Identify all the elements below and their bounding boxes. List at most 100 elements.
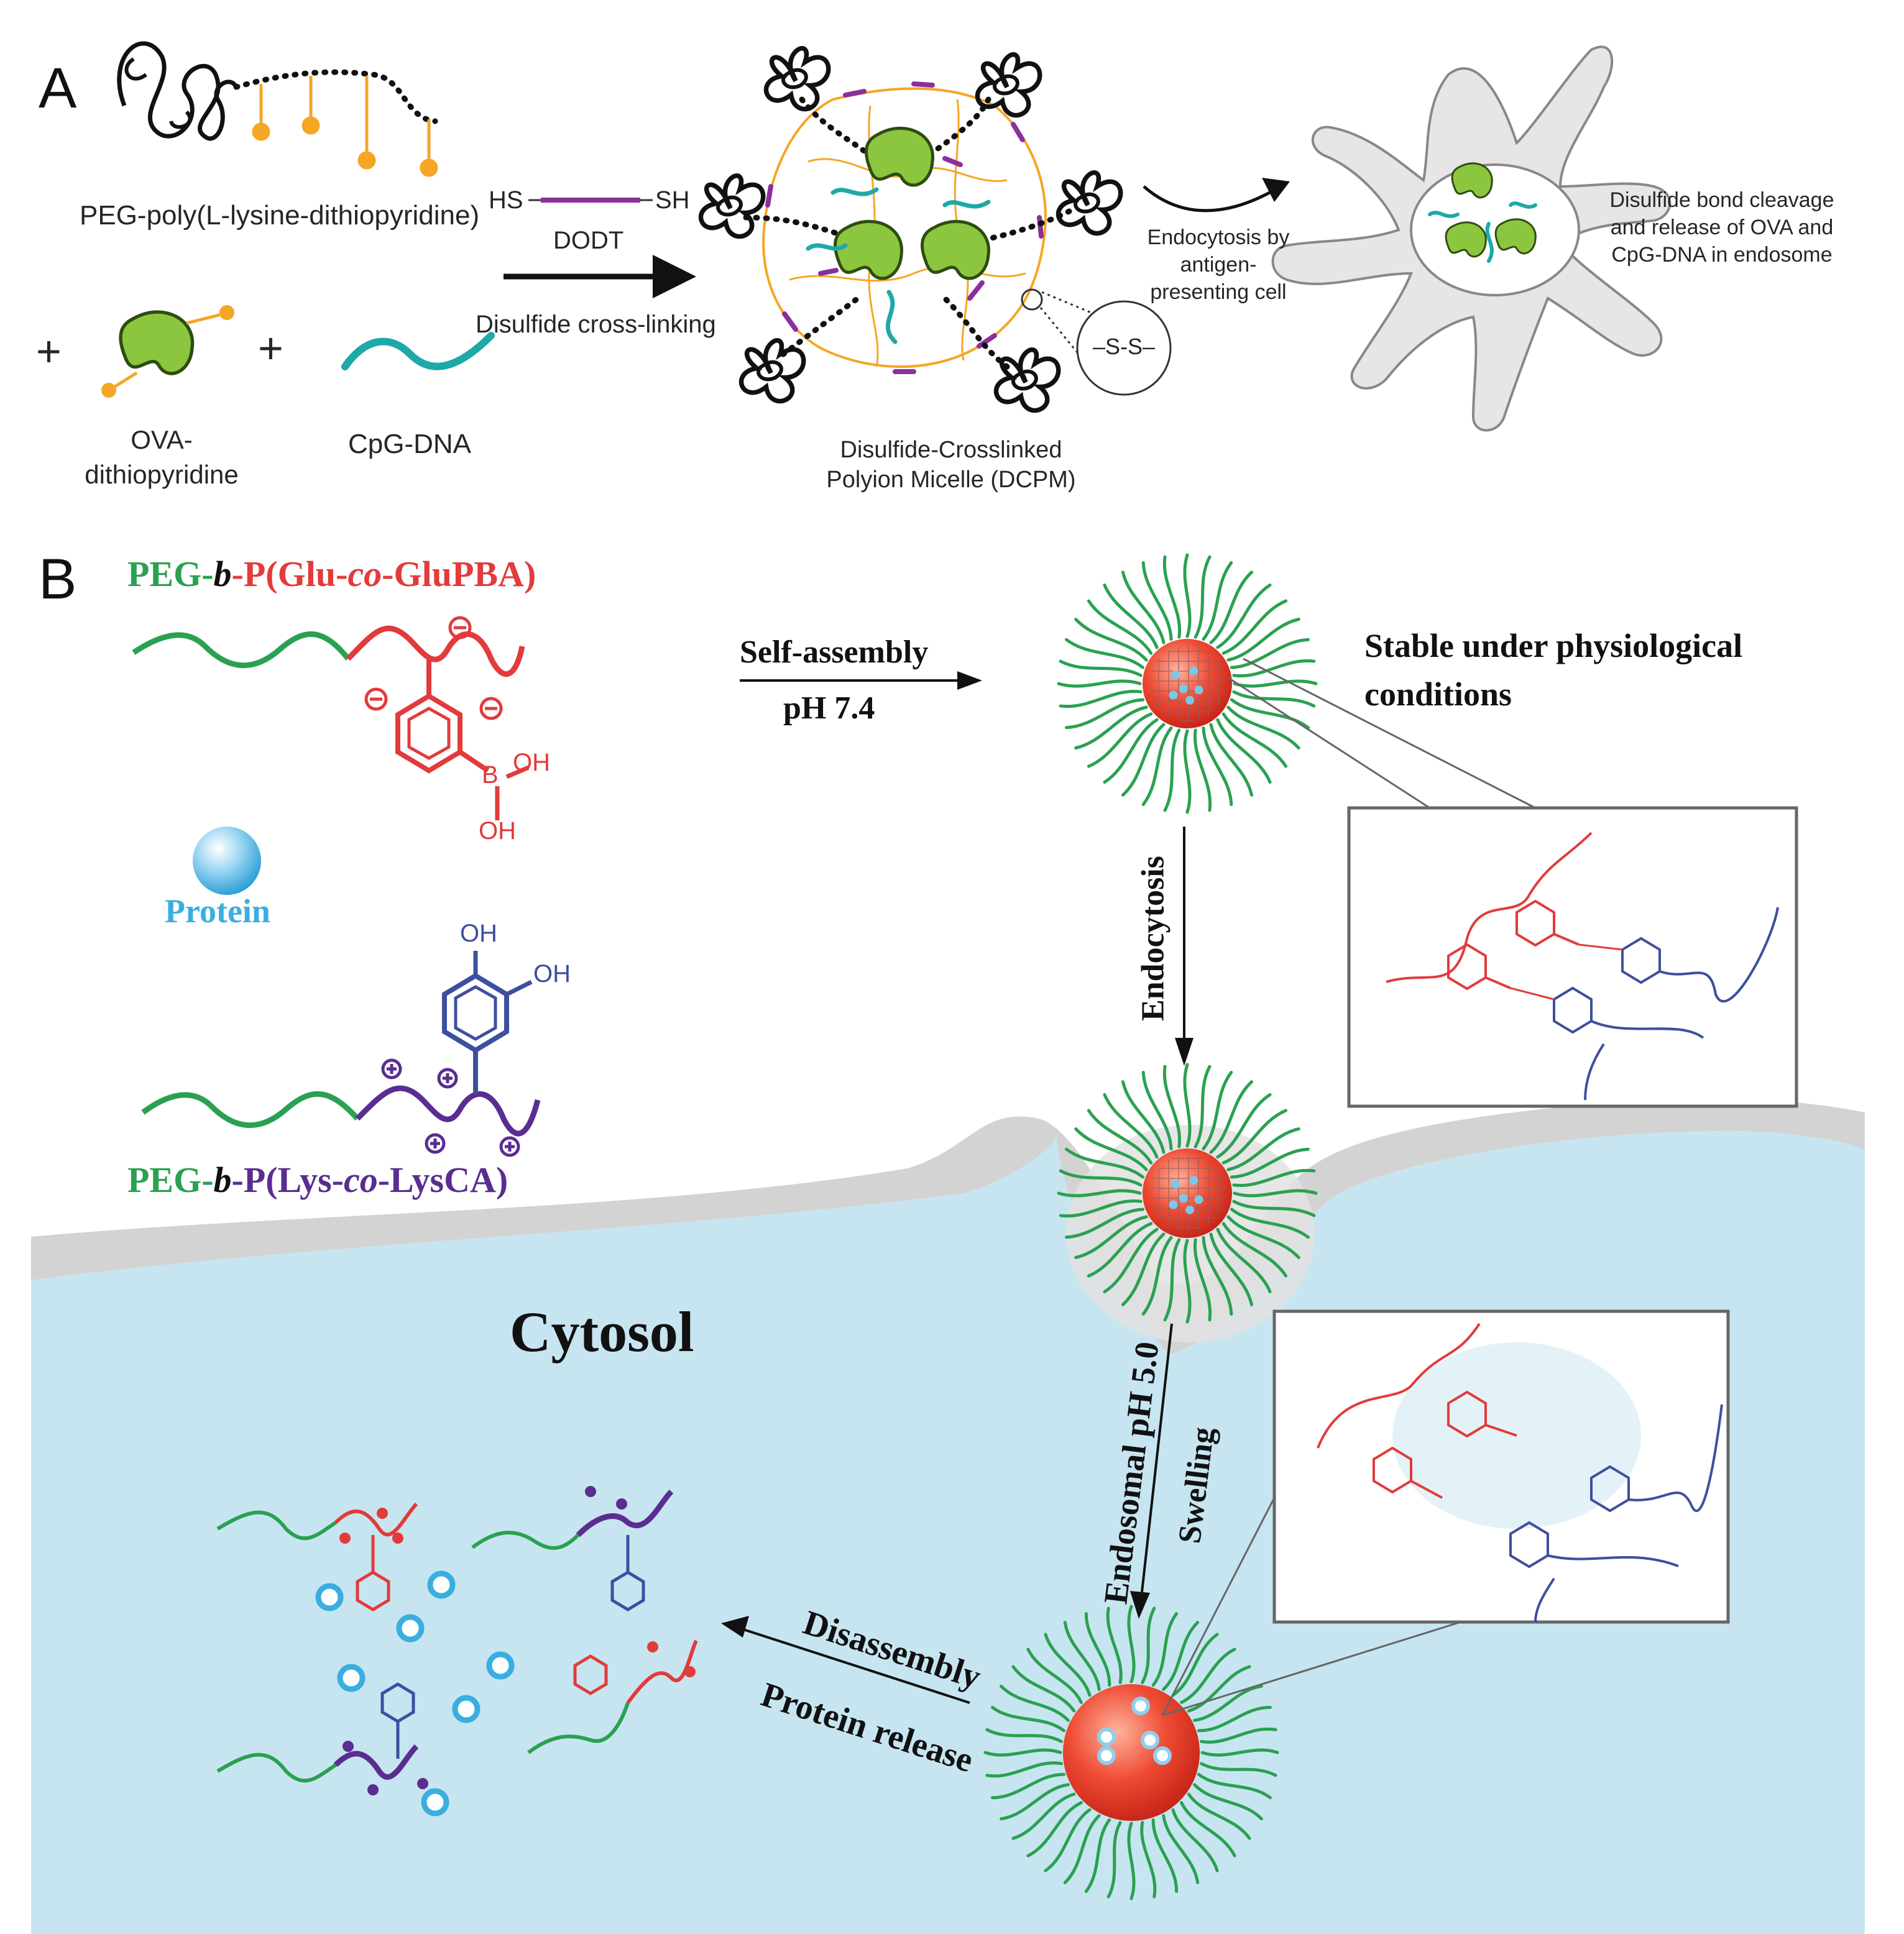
peg-corona-strand <box>1162 1814 1200 1884</box>
encapsulated-protein <box>1179 1194 1188 1203</box>
polymer2-label: PEG-b-P(Lys-co-LysCA) <box>127 1159 508 1201</box>
encapsulated-protein <box>1097 1746 1116 1765</box>
peg-corona-strand <box>991 1772 1066 1800</box>
endocytosis-apc-line3: presenting cell <box>1150 280 1287 304</box>
encapsulated-protein <box>1171 670 1180 679</box>
peg-corona-strand <box>1059 659 1143 677</box>
sh-label: SH <box>655 186 690 214</box>
peg-corona-strand <box>1044 1633 1092 1697</box>
peg-corona-strand <box>1000 1783 1070 1821</box>
panel-a-graphics <box>101 41 1672 432</box>
panel-a-label: A <box>39 57 77 120</box>
peg-corona-strand <box>1187 1665 1251 1713</box>
peg-corona-strand <box>1233 1189 1318 1198</box>
peg-corona-strand <box>1200 1727 1277 1744</box>
crosslink-mesh <box>1149 1155 1226 1232</box>
peg-corona-strand <box>1064 638 1145 669</box>
stable-line2: conditions <box>1364 676 1512 713</box>
peg-corona-strand <box>1103 583 1159 649</box>
encapsulated-protein <box>1171 1180 1180 1189</box>
peg-corona-strand <box>1064 1147 1145 1179</box>
peg-corona-strand <box>1226 1127 1300 1171</box>
polymer2-lysca: -LysCA) <box>377 1160 508 1200</box>
peg-corona-strand <box>1221 1222 1288 1278</box>
peg-corona-strand <box>1171 1633 1219 1697</box>
peg-corona-strand <box>1141 561 1173 641</box>
peg-corona-strand <box>1180 1801 1236 1858</box>
encapsulated-protein <box>1194 685 1203 695</box>
peg-corona-strand <box>1074 705 1148 749</box>
peg-corona-strand <box>1121 1232 1166 1306</box>
polymer2-peg: PEG- <box>127 1160 214 1200</box>
peg-corona-strand <box>1216 1093 1272 1159</box>
peg-corona-strand <box>1230 698 1310 730</box>
endocytosis-label: Endocytosis <box>1135 856 1171 1021</box>
peg-corona-strand <box>1141 1606 1156 1684</box>
peg-corona-strand <box>1011 1792 1076 1840</box>
peg-corona-strand <box>1193 1684 1263 1722</box>
peg-corona-strand <box>1197 1772 1272 1800</box>
peg-corona-strand <box>1232 690 1316 708</box>
peg-corona-strand <box>1200 1748 1279 1757</box>
peg-corona-strand <box>1151 1818 1179 1893</box>
peg-corona-strand <box>1232 1168 1316 1188</box>
boron-label: B <box>482 761 499 789</box>
plus-sign-2: + <box>258 324 283 372</box>
pba-oh-2: OH <box>479 817 516 845</box>
peg-corona-strand <box>1180 1648 1236 1704</box>
polymer2-lys: -P(Lys- <box>231 1160 344 1200</box>
peg-corona-strand <box>1087 1109 1153 1165</box>
encapsulated-protein <box>1185 1205 1195 1214</box>
peg-corona-strand <box>1221 1109 1288 1165</box>
peg-corona-strand <box>1087 712 1153 768</box>
peg-corona-strand <box>1011 1665 1076 1713</box>
antigen-presenting-cell <box>1271 45 1672 432</box>
catechol-oh-1: OH <box>460 920 497 947</box>
peg-corona-strand <box>1232 659 1316 678</box>
peg-corona-strand <box>1226 705 1300 749</box>
peg-corona-strand <box>1193 555 1212 639</box>
peg-corona-strand <box>1141 1070 1173 1151</box>
peg-corona-strand <box>1183 553 1192 638</box>
peg-corona-strand <box>1193 1065 1212 1148</box>
peg-corona-strand <box>1193 1783 1263 1821</box>
crosslinking-label: Disulfide cross-linking <box>476 311 716 338</box>
peg-corona-strand <box>1063 1814 1101 1884</box>
peg-corona-strand <box>1084 1818 1111 1893</box>
crosslink-mesh <box>1149 645 1226 722</box>
peg-corona-strand <box>1216 718 1272 784</box>
peg-corona-strand <box>1221 712 1288 768</box>
peg-corona-strand <box>1209 723 1253 797</box>
peg-corona-strand <box>1187 1792 1251 1840</box>
encapsulated-protein <box>1189 1176 1198 1185</box>
endocytosis-apc-line2: antigen- <box>1180 253 1257 277</box>
peg-corona-strand <box>1141 726 1173 807</box>
peg-corona-strand <box>1044 1808 1092 1872</box>
catechol-oh-2: OH <box>533 960 571 988</box>
self-assembly-label: Self-assembly <box>740 635 929 670</box>
peg-corona-strand <box>1103 718 1159 784</box>
ss-bond-text: S-S <box>1105 334 1143 359</box>
encapsulated-protein <box>1131 1697 1150 1715</box>
ova-label: OVA- dithiopyridine <box>68 423 255 492</box>
peg-corona-strand <box>1202 561 1233 641</box>
peg-corona-strand <box>1103 1227 1159 1294</box>
polymer1-label: PEG-b-P(Glu-co-GluPBA) <box>127 553 536 595</box>
peg-corona-strand <box>1026 1801 1083 1858</box>
peg-corona-strand <box>1171 1808 1219 1872</box>
encapsulated-protein <box>1153 1746 1172 1765</box>
peg-corona-strand <box>1209 571 1253 644</box>
peg-corona-strand <box>1059 1169 1143 1187</box>
release-line1: Disulfide bond cleavage <box>1609 188 1834 212</box>
peg-corona-strand <box>1226 1215 1300 1259</box>
panel-b-label: B <box>39 548 77 611</box>
peg-corona-strand <box>1216 583 1272 649</box>
peg-corona-strand <box>1230 1147 1310 1179</box>
polymer1-peg: PEG- <box>127 554 214 594</box>
peg-corona-strand <box>983 1748 1062 1757</box>
ova-label-line2: dithiopyridine <box>85 460 239 489</box>
inset-swollen <box>1161 1309 1730 1716</box>
ph74-label: pH 7.4 <box>783 690 875 726</box>
endocytosis-apc-label: Endocytosis by antigen- presenting cell <box>1131 224 1305 306</box>
